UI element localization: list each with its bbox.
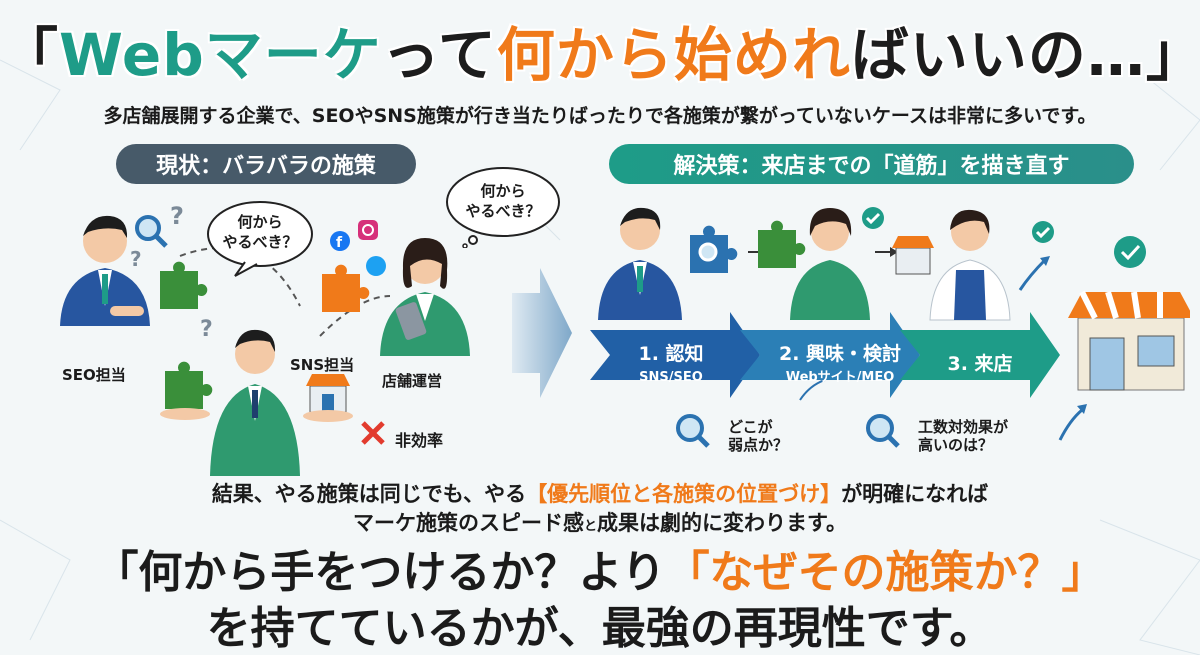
main-title: 「Webマーケって何から始めればいいの…」 — [0, 8, 1200, 92]
title-where-to-start: 何から始めれ — [496, 21, 851, 89]
weakness-note: どこが 弱点か？ — [728, 418, 789, 454]
seo-role-label: SEO担当 — [62, 366, 126, 384]
conclusion-line-1: 「何から手をつけるか？より「なぜその施策か？」 — [94, 547, 1106, 598]
speech-bubble-1-text: 何から やるべき？ — [222, 213, 298, 251]
step-3-label: 3. 来店 — [947, 353, 1013, 375]
speech-bubble-2 — [446, 167, 560, 248]
svg-text:?: ? — [130, 247, 142, 271]
title-open-bracket: 「 — [0, 21, 60, 89]
speech-bubble-2-text: 何から やるべき？ — [465, 182, 541, 220]
conclusion-line-2: を持てているかが、最強の再現性です。 — [206, 603, 994, 654]
sns-role-label: SNS担当 — [290, 356, 355, 374]
svg-text:?: ? — [200, 317, 213, 342]
solution-person-2-figure — [790, 208, 870, 320]
store-building-icon — [1068, 236, 1190, 391]
inefficient-label: 非効率 — [395, 431, 444, 450]
store-role-label: 店舗運営 — [382, 372, 443, 390]
sns-person-figure — [380, 238, 470, 356]
result-line-2: マーケ施策のスピード感と成果は劇的に変わります。 — [353, 511, 847, 535]
solution-person-1-figure — [598, 207, 682, 320]
step-1-label: 1. 認知 SNS/SEO — [638, 343, 704, 385]
center-person-figure — [210, 329, 300, 476]
seo-person-figure — [60, 215, 150, 326]
result-line-1: 結果、やる施策は同じでも、やる【優先順位と各施策の位置づけ】が明確になれば — [211, 482, 989, 506]
speech-bubble-1 — [207, 201, 313, 277]
inefficient-x-icon — [361, 421, 385, 445]
solution-person-3-figure — [929, 209, 1011, 321]
title-particle: って — [381, 21, 497, 89]
subtitle: 多店舗展開する企業で、SEOやSNS施策が行き当たりばったりで各施策が繋がってい… — [103, 105, 1097, 127]
solution-illustration — [590, 207, 1190, 448]
step-2-label: 2. 興味・検討 Webサイト/MEO — [778, 343, 902, 385]
current-state-illustration: ? ? ? f — [60, 202, 470, 476]
solution-header: 解決策：来店までの「道筋」を描き直す — [609, 144, 1134, 184]
svg-text:f: f — [336, 235, 343, 251]
cost-effectiveness-note: 工数対効果が 高いのは？ — [918, 418, 1009, 454]
title-ending: ばいいの… — [850, 21, 1146, 89]
title-web-marketing: Webマーケ — [59, 21, 382, 89]
current-state-header: 現状：バラバラの施策 — [116, 144, 416, 184]
title-close-bracket: 」 — [1145, 21, 1200, 89]
svg-text:?: ? — [170, 202, 184, 230]
transition-arrow-icon — [512, 268, 572, 398]
